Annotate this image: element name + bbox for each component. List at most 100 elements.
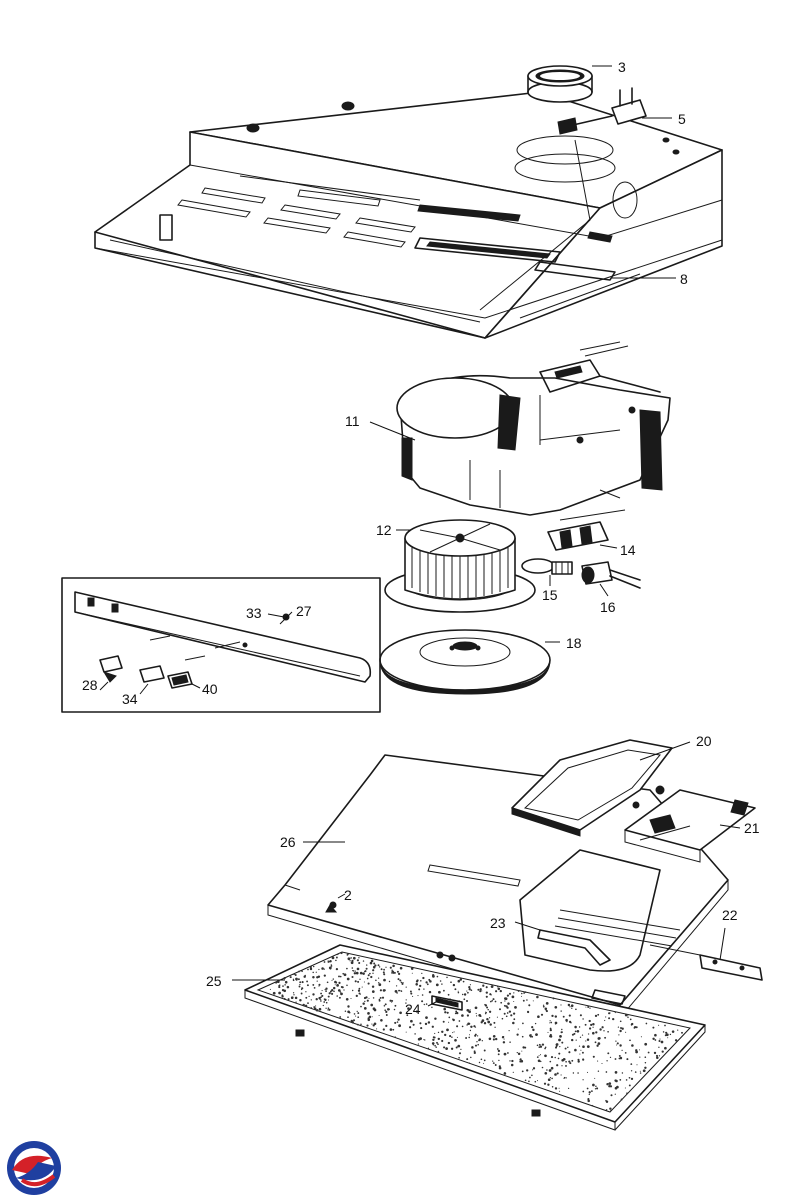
mesh-speck [551, 1086, 554, 1088]
mesh-speck [340, 952, 343, 955]
mesh-speck [467, 991, 469, 994]
mesh-speck [400, 990, 403, 992]
mesh-speck [443, 1007, 446, 1011]
mesh-speck [308, 995, 310, 998]
mesh-speck [581, 1034, 584, 1036]
mesh-speck [437, 1037, 440, 1041]
mesh-speck [554, 1073, 557, 1076]
mesh-speck [609, 1107, 612, 1110]
mesh-speck [293, 973, 295, 976]
mesh-speck [487, 1020, 491, 1024]
label-part-34: 34 [122, 691, 138, 707]
mesh-speck [478, 1061, 481, 1064]
mesh-speck [434, 1032, 436, 1035]
mesh-speck [436, 1041, 438, 1044]
mesh-speck [492, 1034, 496, 1038]
mesh-speck [498, 1066, 502, 1070]
mesh-speck [367, 1012, 370, 1015]
mesh-speck [625, 1031, 627, 1033]
mesh-speck [427, 1047, 430, 1049]
mesh-speck [323, 998, 326, 1000]
mesh-speck [320, 1011, 322, 1013]
mesh-speck [568, 1060, 571, 1063]
mesh-speck [419, 984, 422, 988]
mesh-speck [294, 974, 297, 976]
mesh-speck [594, 1041, 597, 1044]
label-part-3: 3 [618, 59, 626, 75]
mesh-speck [318, 985, 320, 987]
mesh-speck [452, 983, 456, 987]
mesh-speck [373, 1022, 377, 1026]
mesh-speck [514, 1006, 517, 1009]
mesh-speck [510, 1014, 513, 1017]
mesh-speck [466, 1024, 468, 1026]
mesh-speck [605, 1109, 608, 1111]
mesh-speck [489, 1023, 492, 1026]
mesh-speck [447, 993, 450, 996]
mesh-speck [411, 972, 413, 974]
mesh-speck [495, 1037, 498, 1041]
mesh-speck [371, 1016, 373, 1018]
lamp-holder [581, 561, 641, 589]
mesh-speck [610, 1085, 612, 1087]
mesh-speck [405, 1031, 407, 1033]
mesh-speck [517, 1028, 519, 1030]
mesh-speck [497, 987, 501, 991]
mesh-speck [345, 997, 349, 1001]
mesh-speck [416, 979, 419, 982]
mesh-speck [569, 1006, 571, 1008]
mesh-speck [603, 1030, 605, 1032]
mesh-speck [354, 980, 357, 983]
mesh-speck [506, 994, 510, 997]
mesh-speck [281, 994, 284, 997]
mesh-speck [484, 1011, 487, 1013]
mesh-speck [356, 1010, 358, 1013]
mesh-speck [557, 1057, 560, 1060]
mesh-speck [327, 999, 330, 1001]
mesh-speck [307, 968, 309, 971]
mesh-speck [644, 1042, 648, 1046]
mesh-speck [574, 1030, 577, 1033]
mesh-speck [448, 1016, 451, 1019]
mesh-speck [659, 1038, 661, 1040]
mesh-speck [292, 979, 295, 982]
mesh-speck [487, 1008, 489, 1011]
mesh-speck [348, 1011, 351, 1014]
mesh-speck [671, 1030, 675, 1033]
mesh-speck [307, 1002, 309, 1005]
mesh-speck [405, 999, 407, 1001]
mesh-speck [410, 992, 413, 995]
mesh-speck [346, 954, 349, 956]
mesh-speck [588, 1091, 591, 1094]
mesh-speck [561, 1041, 564, 1044]
mesh-speck [547, 1078, 551, 1082]
mesh-speck [476, 1015, 478, 1017]
mesh-speck [356, 967, 360, 971]
mesh-speck [488, 1017, 491, 1019]
mesh-speck [358, 957, 360, 959]
mesh-speck [310, 999, 312, 1001]
mesh-speck [574, 1025, 577, 1029]
mesh-speck [478, 1039, 481, 1042]
mesh-speck [350, 957, 352, 959]
hood-body [94, 91, 723, 339]
label-part-16: 16 [600, 599, 616, 615]
mesh-speck [549, 1022, 551, 1024]
mesh-speck [537, 1015, 540, 1019]
mesh-speck [421, 1000, 424, 1003]
mesh-speck [398, 1024, 401, 1028]
mesh-speck [364, 1000, 366, 1003]
mesh-speck [598, 1037, 601, 1040]
mesh-speck [293, 994, 295, 996]
mesh-speck [337, 953, 339, 956]
mesh-speck [550, 1056, 554, 1059]
mesh-speck [507, 1002, 510, 1005]
mesh-speck [596, 1044, 599, 1047]
mesh-speck [366, 1024, 369, 1027]
mesh-speck [512, 1021, 515, 1025]
mesh-speck [594, 1014, 598, 1018]
label-part-20: 20 [696, 733, 712, 749]
mesh-speck [325, 1007, 327, 1009]
mesh-speck [320, 996, 322, 999]
mesh-speck [312, 983, 315, 986]
